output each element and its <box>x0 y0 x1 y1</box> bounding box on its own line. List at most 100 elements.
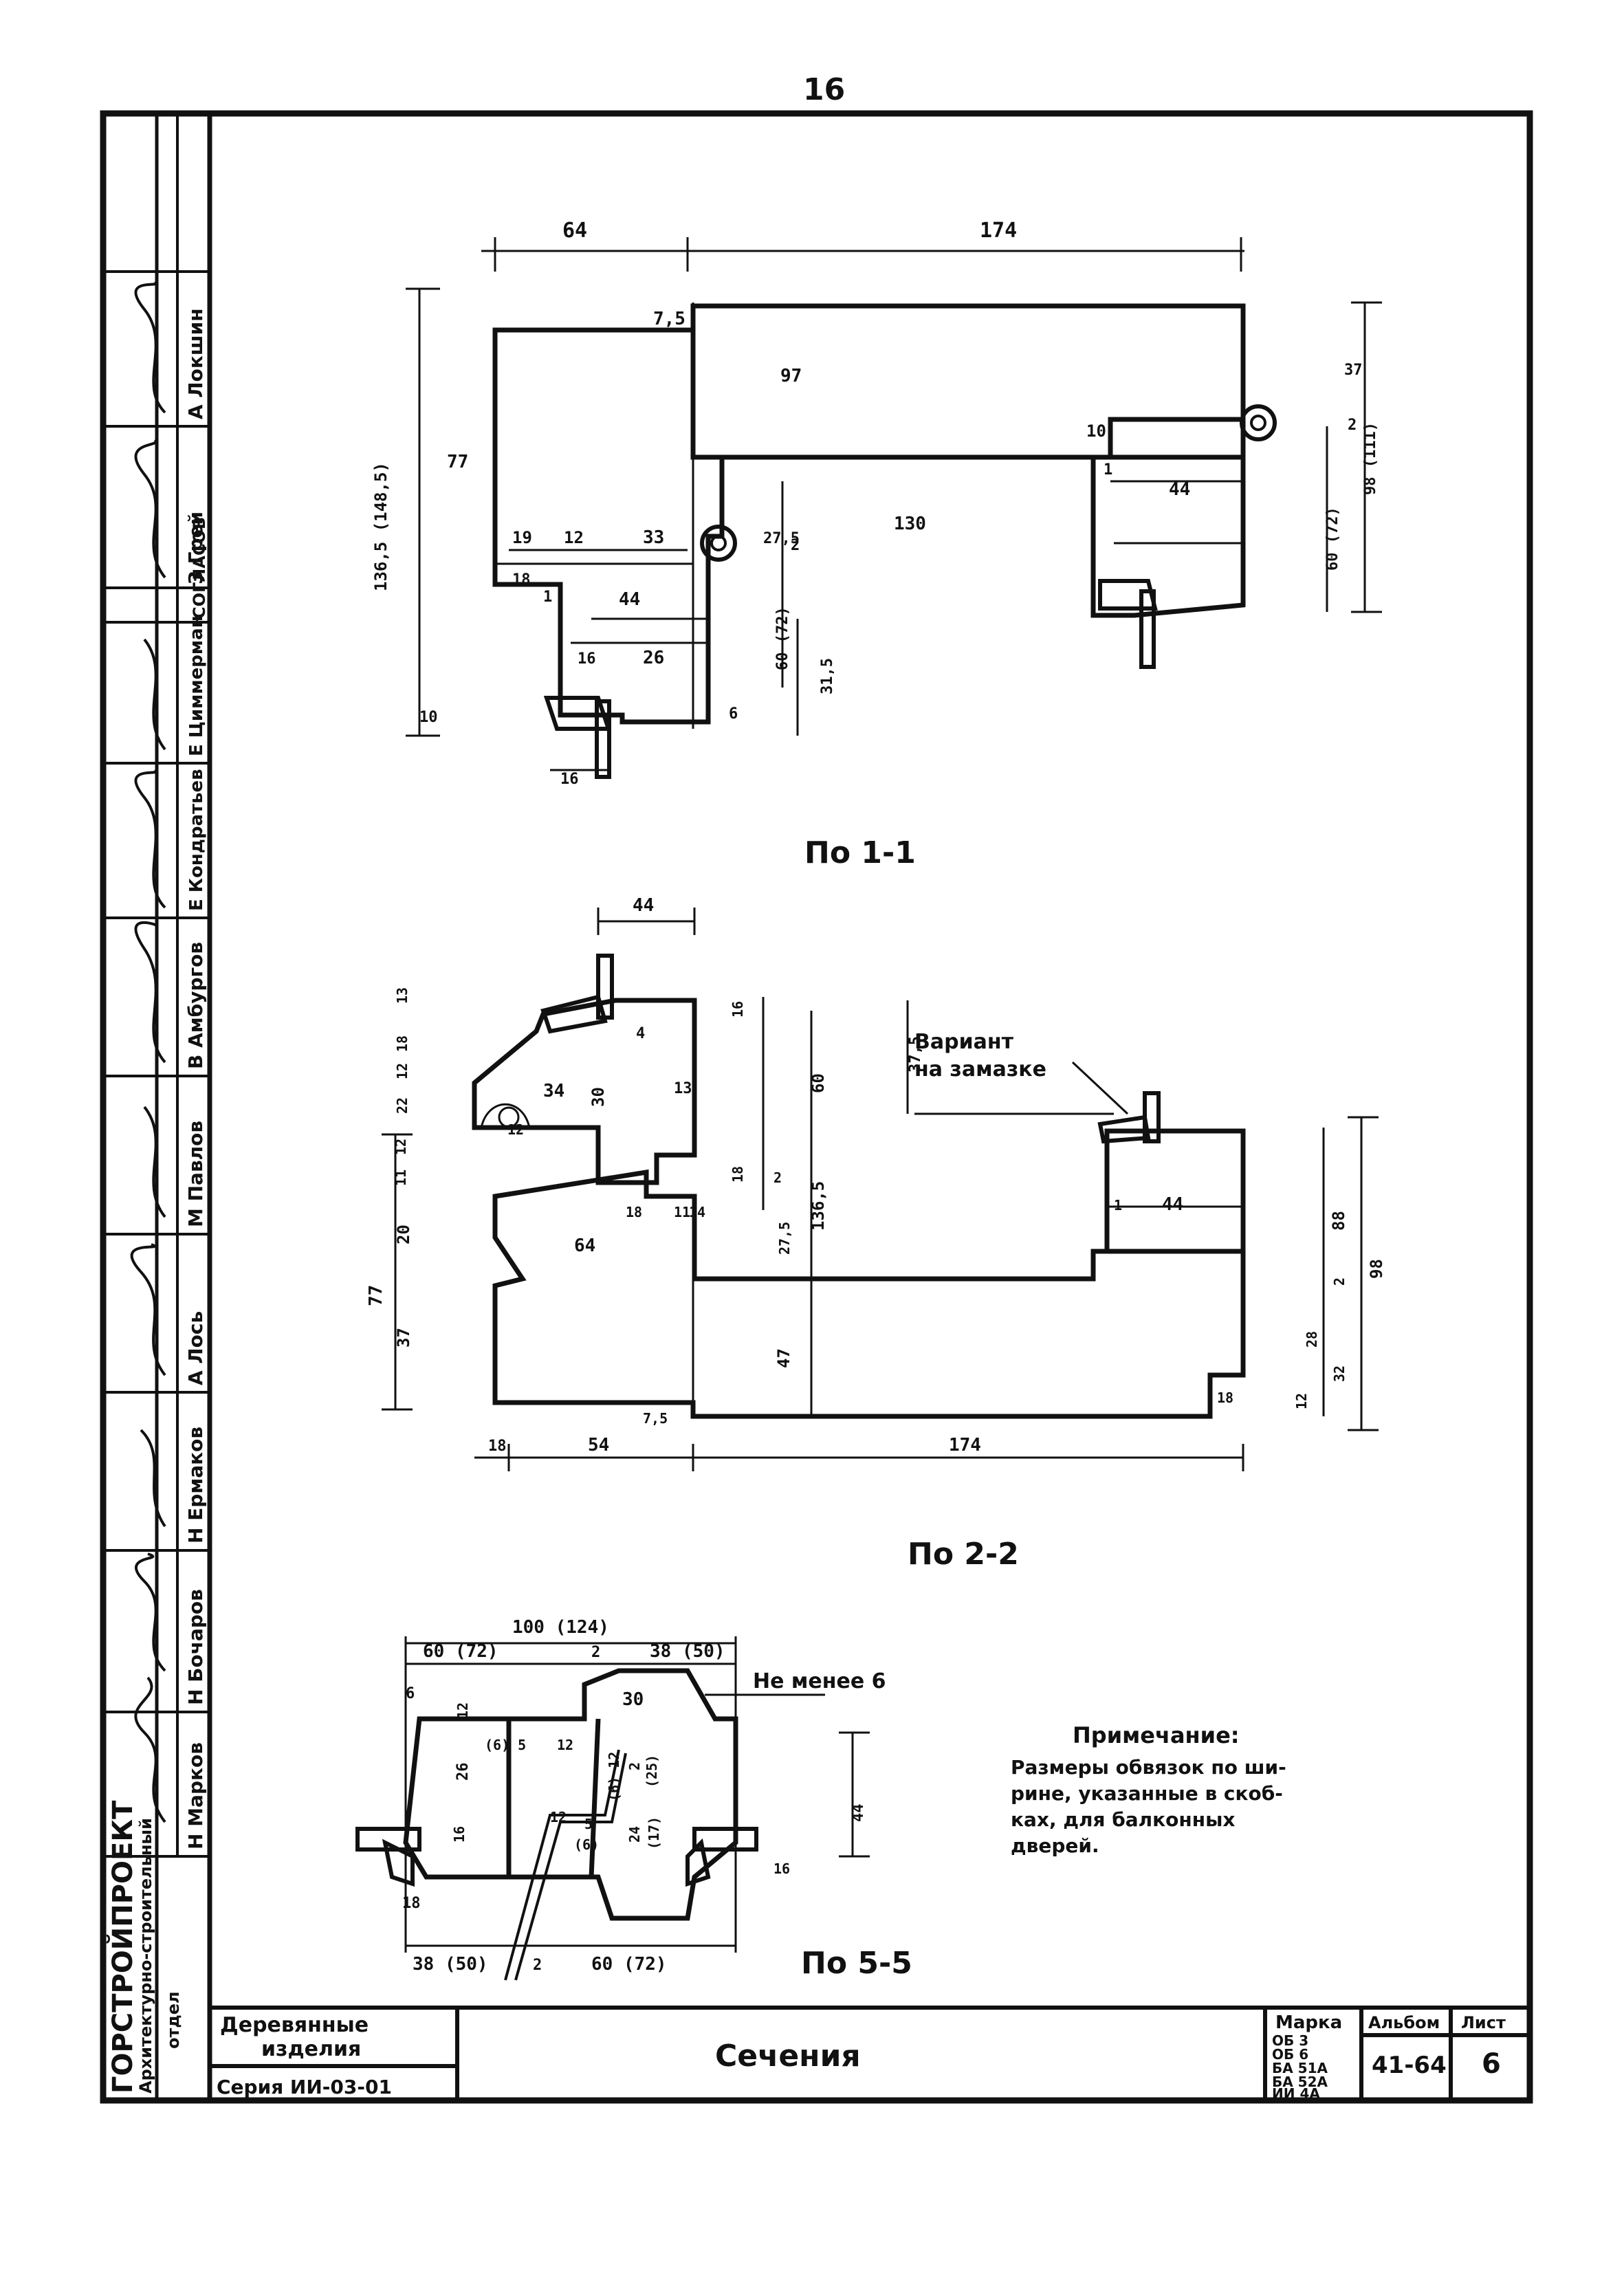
s3-dim-10: 12 <box>557 1737 573 1753</box>
s2-dim-38: 18 <box>488 1438 507 1455</box>
org-line2: Архитектурно-строительный <box>136 1818 155 2094</box>
s1-dim-14: 136,5 (148,5) <box>371 462 391 591</box>
approved-label: СОГЛАСОВ <box>190 517 209 619</box>
s3-dim-13: (25) <box>644 1755 660 1788</box>
stamp-name-4: А Лось <box>184 1311 207 1385</box>
s1-dim-10: 27,5 <box>763 530 800 547</box>
stamp-name-9: З Грей <box>184 512 207 584</box>
s3-dim-3: 2 <box>591 1644 600 1661</box>
s2-dim-20: 18 <box>626 1204 642 1220</box>
s3-dim-25: 60 (72) <box>591 1954 667 1975</box>
tb-series: Серия ИИ-03-01 <box>217 2076 392 2098</box>
s3-dim-11: (6) 12 <box>606 1752 622 1801</box>
tb-mark-3: БА 51А <box>1272 2060 1328 2076</box>
s2-dim-32: 98 <box>1367 1259 1386 1279</box>
s2-dim-8: 4 <box>636 1025 645 1042</box>
s2-dim-3: 18 <box>394 1035 410 1052</box>
s2-dim-26: 64 <box>574 1236 595 1256</box>
s1-dim-7: 19 <box>512 528 532 547</box>
s3-dim-9: (6) 5 <box>485 1737 526 1753</box>
s2-dim-36: 18 <box>1217 1390 1233 1406</box>
page-number: 16 <box>803 72 845 107</box>
note-line-3: ках, для балконных <box>1011 1808 1235 1831</box>
section-2-2: 44 13 18 12 22 34 30 4 13 60 37,5 16 12 … <box>366 895 1386 1572</box>
s3-dim-6: 12 <box>454 1702 471 1719</box>
note-title: Примечание: <box>1073 1722 1240 1748</box>
s1-title: По 1-1 <box>804 835 916 870</box>
org-line3: отдел <box>164 1991 183 2049</box>
s3-dim-8: 26 <box>454 1763 472 1781</box>
s3-dim-23: 38 (50) <box>413 1954 488 1975</box>
s3-dim-19: 24 <box>626 1826 643 1843</box>
s2-dim-11: 37,5 <box>907 1036 924 1073</box>
s1-dim-16: 1 <box>543 589 552 606</box>
s1-dim-29: 98 (111) <box>1362 422 1379 495</box>
section-5-5: 100 (124) 60 (72) 2 38 (50) 6 12 30 26 (… <box>355 1617 912 1981</box>
tb-mark-2: ОБ 6 <box>1272 2046 1308 2063</box>
s2-dim-24: 77 <box>366 1285 386 1306</box>
s3-dim-14: 44 <box>850 1804 867 1823</box>
stamp-name-2: Н Бочаров <box>184 1589 207 1705</box>
title-block: Деревянные изделия Серия ИИ-03-01 Сечени… <box>210 2006 1530 2102</box>
s2-variant-label-2: на замазке <box>914 1057 1046 1081</box>
s2-dim-34: 32 <box>1331 1365 1348 1382</box>
s2-dim-1: 44 <box>633 895 654 916</box>
s2-dim-2: 13 <box>394 987 410 1004</box>
tb-mark-1: ОБ 3 <box>1272 2032 1308 2049</box>
tb-drawing-title: Сечения <box>715 2039 861 2074</box>
s2-dim-17: 2 <box>773 1170 782 1186</box>
s2-dim-18: 136,5 <box>809 1181 828 1231</box>
tb-mark-4: БА 52А <box>1272 2074 1328 2090</box>
s2-dim-22: 1 <box>1114 1197 1122 1214</box>
tb-album-label: Альбом <box>1368 2013 1440 2032</box>
s1-dim-25: 16 <box>560 771 579 788</box>
tb-sheet-value: 6 <box>1482 2048 1501 2080</box>
s2-dim-19: 11 <box>674 1204 690 1220</box>
s1-dim-24: 6 <box>729 705 738 723</box>
tb-album-value: 41-64 <box>1372 2052 1447 2079</box>
s1-dim-19: 60 (72) <box>774 606 791 670</box>
s2-dim-15: 12 <box>507 1121 524 1138</box>
s2-title: По 2-2 <box>908 1537 1019 1572</box>
section-1-1: 64 174 7,5 97 77 10 19 12 33 27,5 130 1 … <box>371 219 1382 870</box>
s3-dim-17: 5 <box>584 1816 593 1832</box>
s1-dim-4: 97 <box>780 366 802 386</box>
stamp-name-6: В Амбургов <box>184 942 207 1069</box>
tb-mark-5: ИИ 4А <box>1272 2085 1320 2102</box>
s2-dim-6: 34 <box>543 1081 564 1101</box>
s2-dim-35: 12 <box>1293 1393 1310 1409</box>
s2-dim-9: 13 <box>674 1080 692 1097</box>
s3-dim-22: 18 <box>402 1895 421 1912</box>
s1-dim-12: 1 <box>1104 461 1112 479</box>
s1-dim-6: 10 <box>1086 421 1106 441</box>
s1-dim-18: 2 <box>791 537 800 554</box>
s2-dim-23: 44 <box>1162 1194 1183 1215</box>
s1-dim-5: 77 <box>447 452 468 472</box>
s1-dim-22: 31,5 <box>819 658 836 694</box>
s2-dim-31: 2 <box>1331 1277 1348 1286</box>
s2-dim-21: 14 <box>689 1204 705 1220</box>
s3-dim-18: (6) <box>574 1836 599 1853</box>
s3-dim-21: 16 <box>773 1860 790 1877</box>
s3-title: По 5-5 <box>801 1946 912 1981</box>
drawing-note: Примечание: Размеры обвязок по ши- рине,… <box>1011 1722 1286 1857</box>
s2-dim-37: 7,5 <box>643 1410 668 1427</box>
s2-dim-5: 22 <box>394 1097 410 1114</box>
stamp-name-3: Н Ермаков <box>184 1427 207 1544</box>
s1-dim-13: 44 <box>1169 479 1190 500</box>
stamp-name-10: А Локшин <box>184 308 207 419</box>
s2-dim-7: 30 <box>589 1087 608 1107</box>
tb-sheet-label: Лист <box>1461 2013 1506 2032</box>
s1-dim-17: 44 <box>619 589 640 610</box>
note-line-1: Размеры обвязок по ши- <box>1011 1756 1286 1779</box>
s1-dim-23: 10 <box>419 709 438 726</box>
s2-dim-10: 60 <box>809 1073 828 1093</box>
s1-dim-1: 64 <box>562 219 587 243</box>
s2-dim-39: 54 <box>588 1435 609 1456</box>
s3-dim-12: 2 <box>626 1762 643 1770</box>
sheet-frame <box>100 110 1533 2104</box>
s1-dim-26: 37 <box>1344 362 1363 379</box>
org-line1: ГОРСТРОЙПРОЕКТ <box>106 1800 139 2094</box>
s1-dim-2: 174 <box>980 219 1017 243</box>
